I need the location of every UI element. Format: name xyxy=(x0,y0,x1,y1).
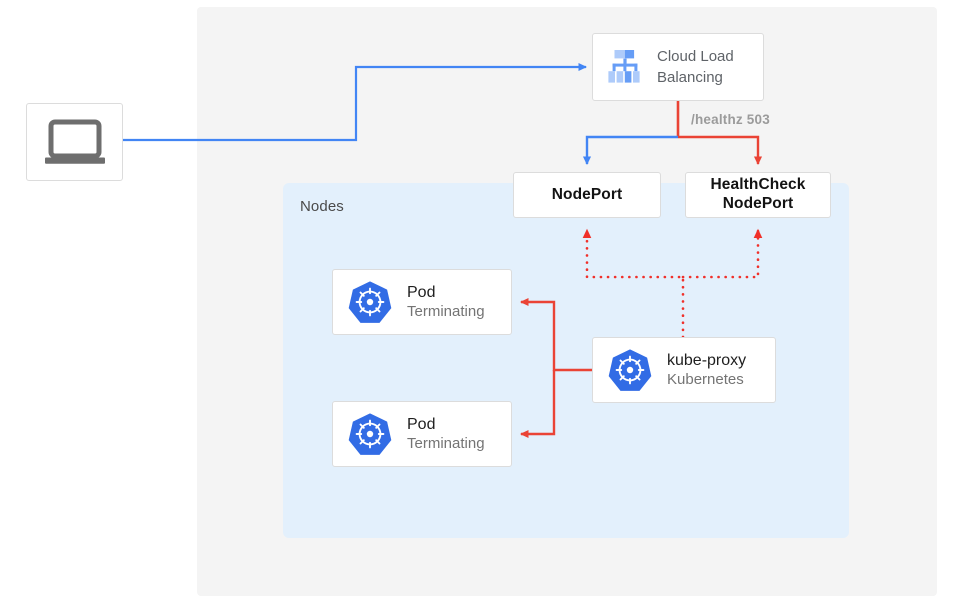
nodeport-label: NodePort xyxy=(551,186,623,203)
cloud-load-balancing-label: Cloud Load Balancing xyxy=(657,46,734,89)
nodes-panel-label: Nodes xyxy=(300,198,344,215)
healthcheck-nodeport-card[interactable]: HealthCheck NodePort xyxy=(685,172,831,218)
kube-proxy-title: kube-proxy xyxy=(667,351,747,369)
pod-2-title: Pod xyxy=(407,415,436,433)
hcnp-line-1: HealthCheck xyxy=(710,176,806,194)
kubernetes-icon xyxy=(348,281,392,323)
healthz-status-label: /healthz 503 xyxy=(691,112,770,127)
pod-card-2[interactable]: Pod Terminating xyxy=(332,401,512,467)
pod-1-status: Terminating xyxy=(407,303,485,321)
cloud-load-balancing-card[interactable]: Cloud Load Balancing xyxy=(592,33,764,101)
kubernetes-icon xyxy=(348,413,392,455)
kubernetes-icon xyxy=(608,349,652,391)
pod-1-title: Pod xyxy=(407,283,436,301)
nodeport-card[interactable]: NodePort xyxy=(513,172,661,218)
clb-title-line-1: Cloud Load xyxy=(657,47,734,65)
pod-2-text: Pod Terminating xyxy=(407,415,485,454)
cloud-load-balancing-icon xyxy=(608,50,640,83)
laptop-icon xyxy=(44,119,105,164)
healthcheck-nodeport-label: HealthCheck NodePort xyxy=(711,176,806,214)
kube-proxy-subtitle: Kubernetes xyxy=(667,371,744,389)
pod-1-text: Pod Terminating xyxy=(407,283,485,322)
pod-2-status: Terminating xyxy=(407,435,485,453)
pod-card-1[interactable]: Pod Terminating xyxy=(332,269,512,335)
kube-proxy-text: kube-proxy Kubernetes xyxy=(667,351,746,390)
kube-proxy-card[interactable]: kube-proxy Kubernetes xyxy=(592,337,776,403)
hcnp-line-2: NodePort xyxy=(722,195,794,212)
clb-title-line-2: Balancing xyxy=(657,69,723,86)
client-card[interactable] xyxy=(26,103,123,181)
